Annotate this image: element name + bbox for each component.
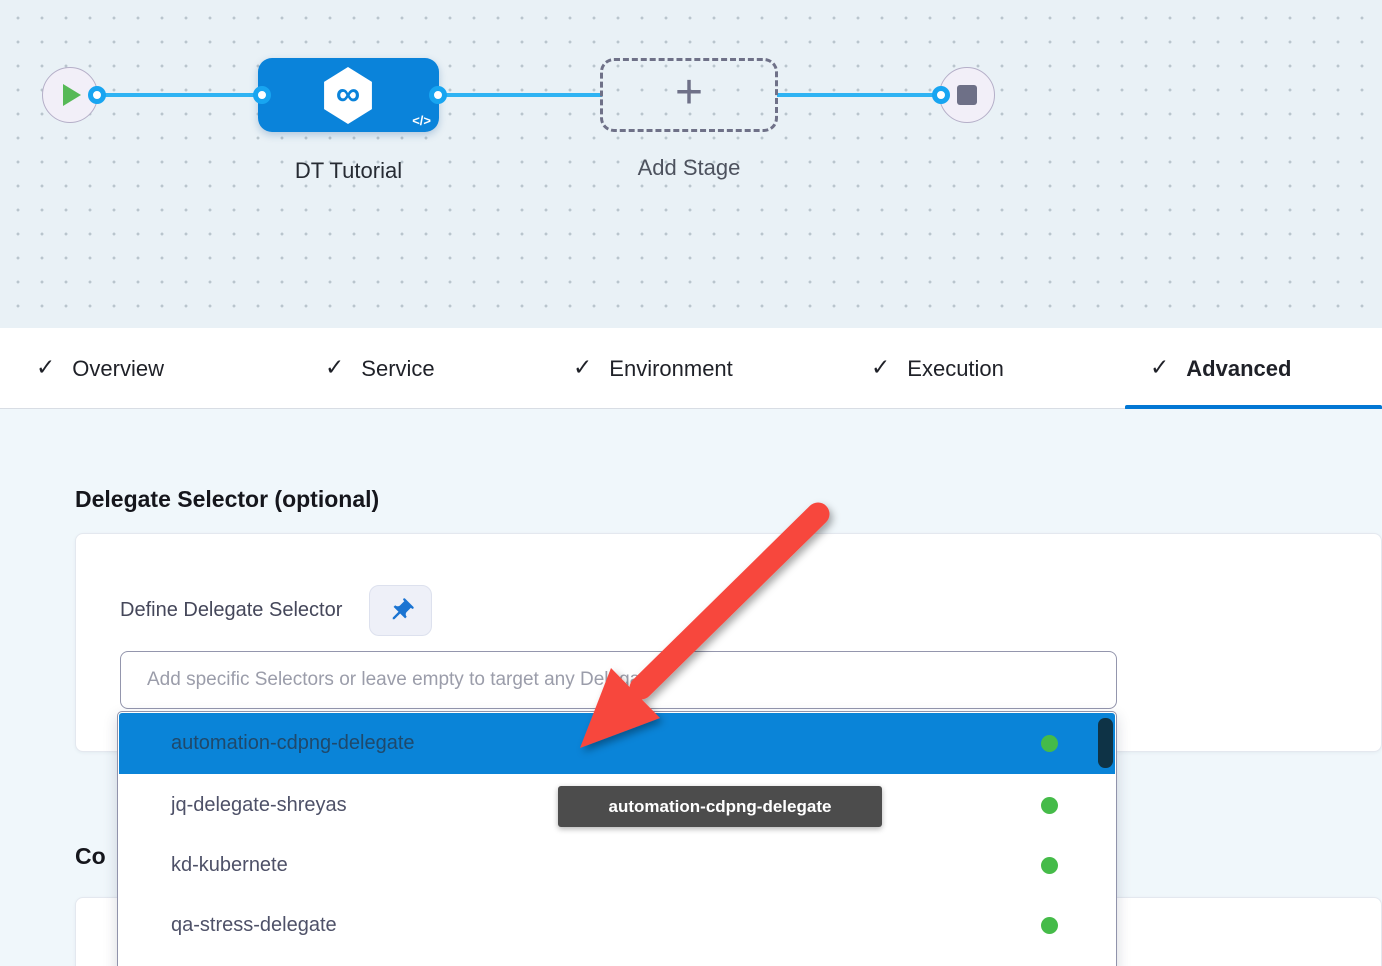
delegate-status-dot bbox=[1041, 856, 1058, 874]
check-icon: ✓ bbox=[36, 354, 56, 380]
check-icon: ✓ bbox=[871, 354, 891, 380]
play-icon bbox=[63, 84, 81, 106]
add-stage-label: Add Stage bbox=[637, 155, 741, 180]
connector-addstage-to-end bbox=[777, 93, 941, 97]
code-icon: </> bbox=[412, 113, 431, 128]
delegate-option[interactable]: kd-kubernete bbox=[119, 835, 1115, 895]
define-delegate-label: Define Delegate Selector bbox=[120, 599, 343, 621]
harness-infinity-icon: ∞ bbox=[335, 75, 361, 113]
connector-start-to-stage bbox=[97, 93, 262, 97]
tab-service[interactable]: ✓ Service bbox=[325, 328, 435, 409]
port-start-out[interactable] bbox=[88, 86, 106, 104]
tab-overview[interactable]: ✓ Overview bbox=[36, 328, 164, 409]
delegate-option-label: kd-kubernete bbox=[171, 853, 288, 876]
check-icon: ✓ bbox=[325, 354, 345, 380]
tab-label: Environment bbox=[609, 355, 733, 381]
delegate-status-dot bbox=[1041, 916, 1058, 934]
tab-advanced[interactable]: ✓ Advanced bbox=[1125, 328, 1382, 410]
stop-square-icon bbox=[957, 85, 977, 105]
next-section-heading-partial: Co bbox=[75, 843, 106, 869]
tab-label: Execution bbox=[907, 355, 1004, 381]
delegate-dropdown: automation-cdpng-delegate jq-delegate-sh… bbox=[117, 711, 1117, 966]
deployment-stage-icon: ∞ bbox=[324, 67, 372, 124]
define-delegate-row: Define Delegate Selector bbox=[120, 585, 433, 636]
delegate-option-label: jq-delegate-shreyas bbox=[171, 793, 347, 816]
tab-label: Advanced bbox=[1186, 355, 1292, 381]
delegate-selector-input[interactable] bbox=[120, 651, 1117, 709]
port-stage-out[interactable] bbox=[429, 86, 447, 104]
plus-icon: + bbox=[674, 66, 704, 119]
stage-label: DT Tutorial bbox=[294, 158, 403, 183]
delegate-status-dot bbox=[1041, 735, 1058, 752]
tab-label: Overview bbox=[72, 355, 164, 381]
check-icon: ✓ bbox=[573, 354, 593, 380]
delegate-option-label: qa-stress-delegate bbox=[171, 913, 337, 936]
add-stage-button[interactable]: + bbox=[600, 58, 778, 132]
delegate-name-tooltip: automation-cdpng-delegate bbox=[558, 786, 882, 827]
pin-toggle-button[interactable] bbox=[369, 585, 433, 636]
pin-icon bbox=[392, 597, 414, 619]
delegate-option[interactable]: qa-stress-delegate bbox=[119, 895, 1115, 955]
pipeline-canvas[interactable]: ∞ </> + DT Tutorial Add Stage bbox=[0, 0, 1382, 328]
connector-stage-to-addstage bbox=[438, 93, 602, 97]
stage-node-dt-tutorial[interactable]: ∞ </> bbox=[258, 58, 439, 132]
check-icon: ✓ bbox=[1150, 354, 1170, 380]
port-end-in[interactable] bbox=[932, 86, 950, 104]
tab-execution[interactable]: ✓ Execution bbox=[871, 328, 1004, 409]
delegate-option[interactable]: jq-delegate-shreyas bbox=[119, 775, 1115, 835]
dropdown-scrollbar-thumb[interactable] bbox=[1098, 718, 1113, 768]
delegate-selector-heading: Delegate Selector (optional) bbox=[75, 486, 380, 512]
delegate-option-label: automation-cdpng-delegate bbox=[171, 732, 415, 754]
port-stage-in[interactable] bbox=[253, 86, 271, 104]
delegate-status-dot bbox=[1041, 796, 1058, 814]
delegate-option[interactable]: automation-cdpng-delegate bbox=[119, 713, 1115, 774]
tab-environment[interactable]: ✓ Environment bbox=[573, 328, 733, 409]
stage-tab-bar: ✓ Overview ✓ Service ✓ Environment ✓ Exe… bbox=[0, 328, 1382, 410]
tab-label: Service bbox=[361, 355, 435, 381]
